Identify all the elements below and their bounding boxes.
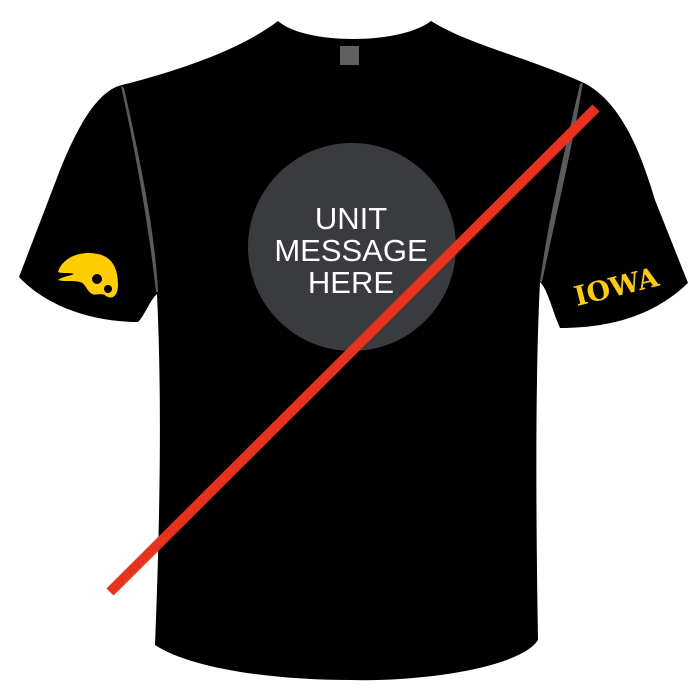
unit-message-line-1: UNIT [315, 201, 387, 236]
strike-through-line [106, 104, 600, 596]
neck-tag [340, 46, 359, 65]
unit-message-line-3: HERE [308, 265, 394, 300]
tigerhawk-logo-icon [58, 252, 118, 298]
left-side-panel [121, 86, 158, 292]
unit-message-line-2: MESSAGE [274, 233, 427, 268]
